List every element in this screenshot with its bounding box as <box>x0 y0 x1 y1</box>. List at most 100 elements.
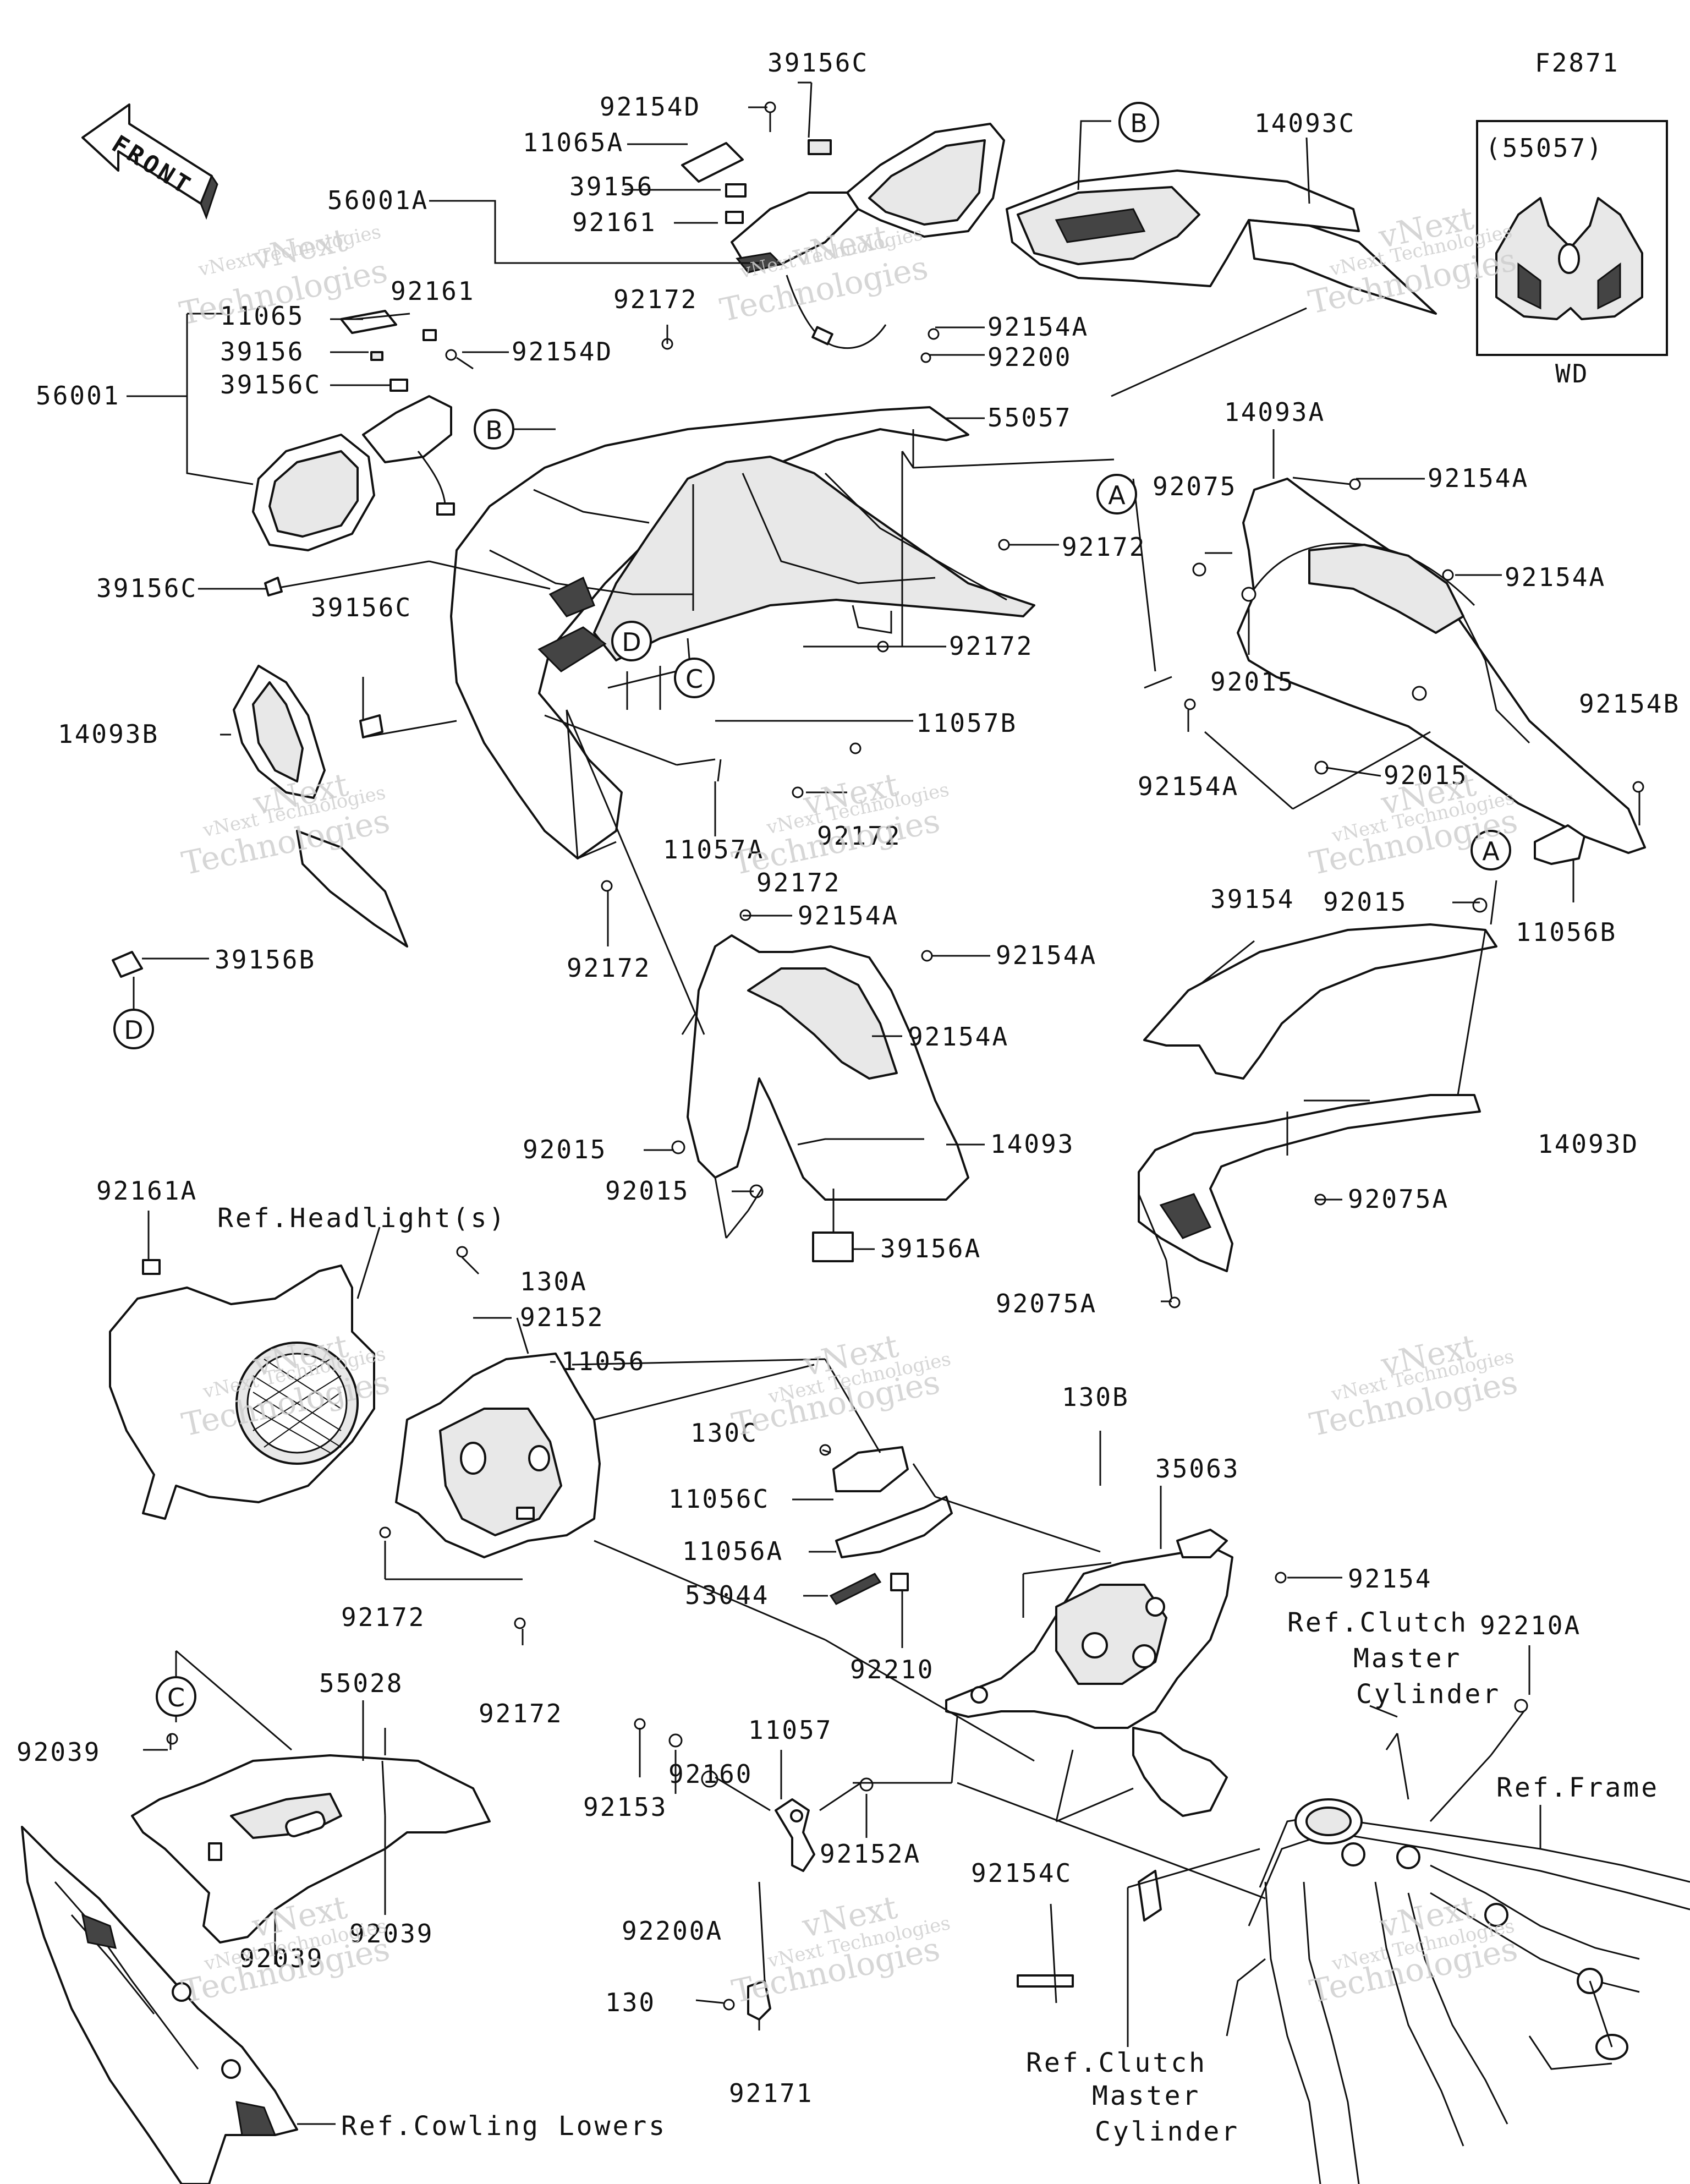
ref-frame: Ref.Frame <box>1496 1772 1659 1803</box>
label-92172-g: 92172 <box>341 1602 425 1632</box>
callout-c-bottom-label: C <box>167 1683 185 1712</box>
label-92171: 92171 <box>729 2078 813 2108</box>
label-130C: 130C <box>690 1418 758 1448</box>
label-11057B: 11057B <box>916 708 1017 738</box>
label-39156C-top: 39156C <box>767 48 869 78</box>
label-92154A-a: 92154A <box>987 312 1089 342</box>
tag-39156C-left <box>264 577 283 596</box>
label-130A: 130A <box>520 1267 588 1296</box>
label-92154B: 92154B <box>1579 689 1680 719</box>
label-92200A: 92200A <box>622 1916 723 1946</box>
label-92154A-f: 92154A <box>996 940 1097 970</box>
label-11056C: 11056C <box>668 1484 770 1514</box>
label-14093: 14093 <box>990 1129 1074 1159</box>
mirror-left <box>252 395 455 551</box>
label-92172-b: 92172 <box>1062 532 1146 562</box>
callout-d-mid-label: D <box>622 627 641 657</box>
ref-clutch-top-line3: Cylinder <box>1356 1679 1501 1710</box>
label-92172-c: 92172 <box>949 631 1033 661</box>
panel-14093 <box>687 934 969 1201</box>
label-92152: 92152 <box>520 1302 604 1332</box>
small-mirror-parts <box>340 139 832 392</box>
label-11065A: 11065A <box>523 128 624 157</box>
label-92154A-c: 92154A <box>1505 562 1606 592</box>
cover-55028 <box>131 1754 491 1944</box>
front-arrow-icon: FRONT <box>81 103 218 220</box>
label-55028: 55028 <box>319 1668 403 1698</box>
panel-14093D <box>1138 1094 1481 1272</box>
label-14093D: 14093D <box>1538 1129 1639 1159</box>
callouts: B B A D C A D C <box>113 102 1511 1717</box>
label-92154A-b: 92154A <box>1428 463 1529 493</box>
ref-clutch-bottom-line2: Master <box>1092 2081 1200 2111</box>
bracket-11056B <box>1534 824 1585 865</box>
callout-c-mid-label: C <box>685 664 703 694</box>
label-11057: 11057 <box>748 1715 832 1745</box>
label-92161A: 92161A <box>96 1176 197 1206</box>
label-92015-c: 92015 <box>1323 887 1407 917</box>
panel-39154 <box>1143 897 1497 1080</box>
label-92172-h: 92172 <box>479 1699 563 1728</box>
cowl-14093C <box>1006 169 1437 315</box>
cowl-14093A <box>1237 478 1646 854</box>
label-56001: 56001 <box>36 381 120 410</box>
watermark-9: vNext Technologies vNext Technologies <box>1307 1327 1521 1443</box>
callout-b-mid-label: B <box>485 415 503 445</box>
ref-cowling-lowers: Ref.Cowling Lowers <box>341 2111 667 2142</box>
part-labels: 39156C 92154D 11065A 56001A 39156 92161 … <box>17 48 1680 2108</box>
label-92039-c: 92039 <box>239 1944 323 1973</box>
mirror-right <box>731 123 1005 349</box>
wd-caption: WD <box>1555 359 1589 388</box>
label-92210: 92210 <box>850 1655 934 1684</box>
label-92172-f: 92172 <box>567 953 651 983</box>
callout-d-mid <box>611 621 652 661</box>
label-92075A-b: 92075A <box>996 1289 1097 1318</box>
label-92039-b: 92039 <box>349 1919 434 1948</box>
label-92210A: 92210A <box>1480 1611 1581 1640</box>
label-92200: 92200 <box>987 342 1072 372</box>
label-92039-a: 92039 <box>17 1737 101 1767</box>
wd-inset-box: (55057) WD <box>1476 120 1668 388</box>
ref-clutch-bottom-line3: Cylinder <box>1095 2116 1239 2147</box>
label-39154: 39154 <box>1210 884 1294 914</box>
label-39156C-mid: 39156C <box>96 573 197 603</box>
label-92172-a: 92172 <box>613 284 698 314</box>
cowling-lower <box>21 1826 298 2184</box>
label-14093B: 14093B <box>58 719 159 749</box>
callout-a-right-label: A <box>1482 836 1500 866</box>
diagram-code: F2871 <box>1535 48 1619 78</box>
stay-35063 <box>945 1529 1233 1817</box>
callout-c-mid <box>674 658 715 698</box>
label-53044: 53044 <box>685 1580 769 1610</box>
label-39156A: 39156A <box>880 1234 981 1263</box>
leader-lines <box>127 81 1640 2125</box>
callout-a-mid <box>1096 474 1137 514</box>
watermark-11: vNext Technologies vNext Technologies <box>729 1889 952 2011</box>
ref-clutch-top-line2: Master <box>1353 1643 1462 1674</box>
callout-b-mid <box>474 409 514 450</box>
ref-clutch-bottom-line1: Ref.Clutch <box>1026 2048 1207 2078</box>
reference-labels: Ref.Headlight(s) Ref.Clutch Master Cylin… <box>217 1203 1659 2147</box>
panel-14093B <box>233 665 408 948</box>
label-11057A: 11057A <box>663 835 764 864</box>
label-39156-left: 39156 <box>220 337 304 366</box>
label-14093A: 14093A <box>1224 397 1325 427</box>
label-92015-b: 92015 <box>1384 760 1468 790</box>
ref-headlight: Ref.Headlight(s) <box>217 1203 507 1234</box>
ref-clutch-top-line1: Ref.Clutch <box>1287 1607 1468 1638</box>
label-92172-d: 92172 <box>817 821 901 851</box>
label-92161-top: 92161 <box>572 207 656 237</box>
label-92015-a: 92015 <box>1210 667 1294 697</box>
label-14093C: 14093C <box>1254 108 1356 138</box>
callout-b-top-label: B <box>1130 108 1148 138</box>
label-56001A: 56001A <box>327 185 429 215</box>
label-11056: 11056 <box>561 1346 645 1376</box>
label-35063: 35063 <box>1155 1454 1239 1484</box>
label-92154D-top: 92154D <box>600 92 701 122</box>
upper-cowl-55057 <box>450 406 1035 860</box>
frame <box>1138 1798 1690 2184</box>
callout-a-right <box>1470 830 1511 871</box>
headlight-assembly <box>109 1259 375 1520</box>
callout-a-mid-label: A <box>1108 480 1126 510</box>
